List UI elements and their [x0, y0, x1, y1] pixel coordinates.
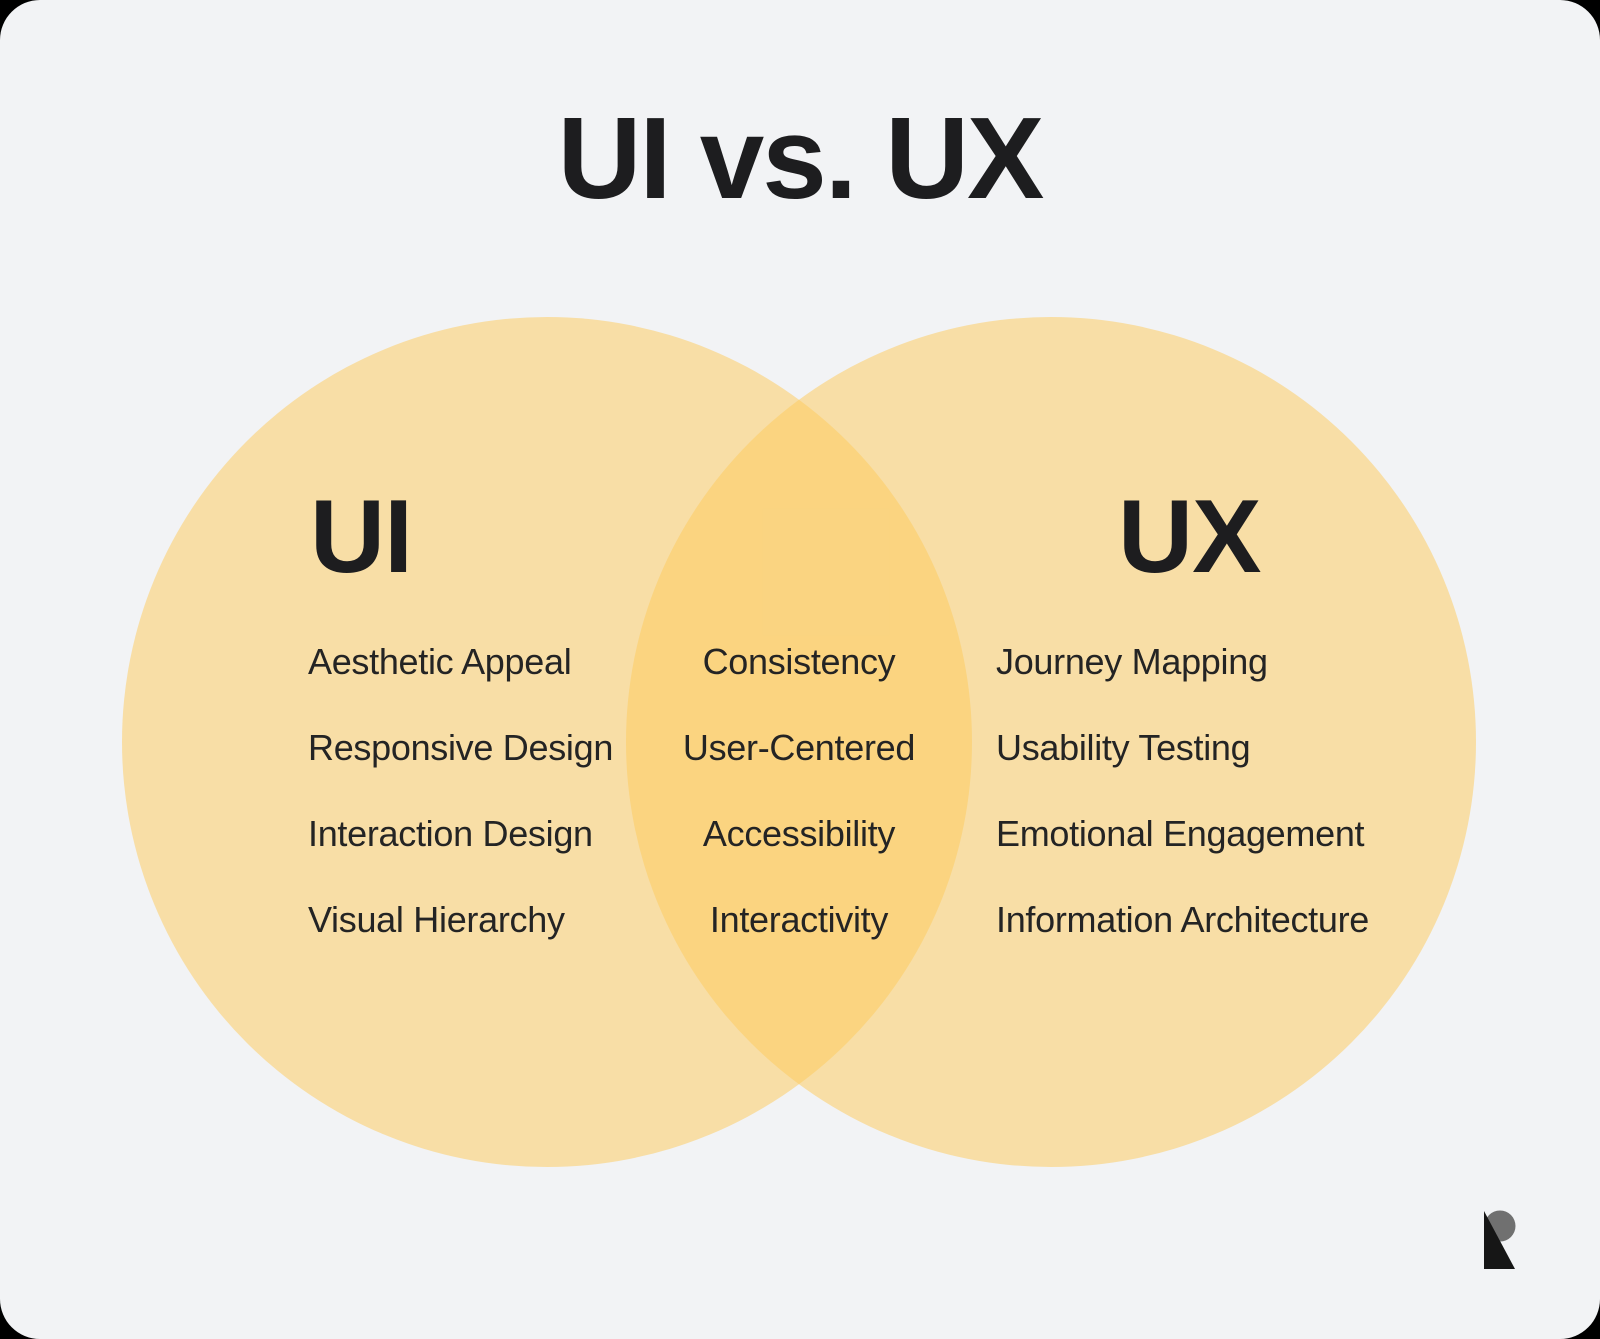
- list-item: Emotional Engagement: [996, 813, 1365, 854]
- venn-circle-ux: [626, 317, 1476, 1167]
- ux-items-list: Journey Mapping Usability Testing Emotio…: [996, 642, 1369, 940]
- list-item: Interaction Design: [308, 813, 593, 854]
- list-item: Accessibility: [702, 813, 896, 854]
- page-title: UI vs. UX: [557, 93, 1045, 223]
- overlap-items-list: Consistency User-Centered Accessibility …: [639, 642, 959, 940]
- ui-heading: UI: [310, 479, 413, 595]
- ux-heading: UX: [1118, 479, 1261, 595]
- list-item: Information Architecture: [996, 899, 1369, 940]
- list-item: Journey Mapping: [996, 641, 1268, 682]
- list-item: Aesthetic Appeal: [308, 641, 572, 682]
- list-item: Consistency: [702, 641, 896, 682]
- r-monogram-logo-icon: [1484, 1210, 1516, 1269]
- ui-items-list: Aesthetic Appeal Responsive Design Inter…: [308, 642, 613, 940]
- list-item: Interactivity: [709, 899, 889, 940]
- list-item: Responsive Design: [308, 727, 614, 768]
- list-item: User-Centered: [682, 727, 916, 768]
- list-item: Usability Testing: [996, 727, 1251, 768]
- list-item: Visual Hierarchy: [308, 899, 565, 940]
